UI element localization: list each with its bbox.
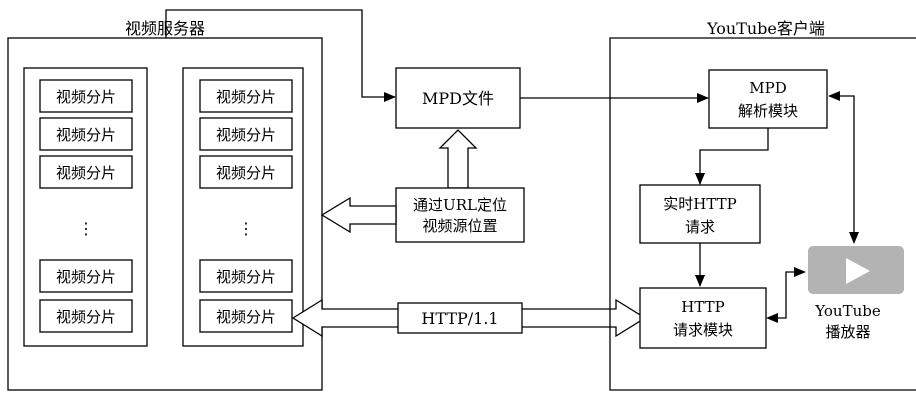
realtime-request-box: 实时HTTP 请求 — [639, 184, 761, 244]
arrowhead — [766, 313, 778, 323]
youtube-client-box: YouTube客户端 — [609, 19, 916, 391]
svg-text:视频分片: 视频分片 — [216, 308, 276, 326]
ellipsis-right: ⋮ — [238, 219, 254, 238]
url-to-mpd-hollow-arrow — [438, 129, 478, 189]
svg-text:HTTP: HTTP — [681, 298, 724, 316]
video-segment: 视频分片 — [199, 299, 293, 333]
svg-text:视频分片: 视频分片 — [56, 308, 116, 326]
video-segment: 视频分片 — [199, 117, 293, 151]
svg-text:请求模块: 请求模块 — [673, 321, 733, 339]
svg-text:视频分片: 视频分片 — [216, 164, 276, 182]
ellipsis-left: ⋮ — [78, 219, 94, 238]
youtube-player: YouTube 播放器 — [808, 246, 904, 341]
arrowhead — [849, 232, 859, 244]
svg-text:解析模块: 解析模块 — [738, 102, 798, 120]
mpd-parser-box: MPD 解析模块 — [708, 69, 828, 129]
video-segment: 视频分片 — [39, 79, 133, 113]
svg-text:视频分片: 视频分片 — [56, 88, 116, 106]
svg-text:视频分片: 视频分片 — [216, 268, 276, 286]
arrowhead — [794, 267, 806, 277]
http-player-link — [778, 271, 795, 319]
mpd-file-label: MPD文件 — [422, 89, 494, 108]
server-to-mpd-arrow — [165, 9, 396, 102]
svg-text:视频分片: 视频分片 — [56, 268, 116, 286]
video-segment: 视频分片 — [39, 299, 133, 333]
arrowhead — [828, 91, 840, 101]
http-link-box — [397, 302, 523, 334]
svg-text:实时HTTP: 实时HTTP — [663, 195, 736, 213]
youtube-client-title: YouTube客户端 — [706, 19, 825, 38]
mpd-file-box: MPD文件 — [395, 67, 521, 129]
svg-text:视频分片: 视频分片 — [56, 164, 116, 182]
video-segment: 视频分片 — [199, 79, 293, 113]
http-request-module-box: HTTP 请求模块 — [639, 287, 767, 349]
url-to-server-hollow-arrow — [320, 196, 397, 234]
video-server-title: 视频服务器 — [125, 19, 205, 38]
svg-text:视频源位置: 视频源位置 — [422, 217, 497, 235]
svg-text:视频分片: 视频分片 — [216, 88, 276, 106]
svg-text:请求: 请求 — [685, 218, 715, 236]
http-link-label: HTTP/1.1 — [421, 309, 498, 328]
parser-player-link — [840, 95, 855, 238]
svg-text:播放器: 播放器 — [825, 323, 870, 341]
svg-text:通过URL定位: 通过URL定位 — [413, 196, 507, 214]
svg-text:MPD: MPD — [749, 79, 786, 97]
video-segment: 视频分片 — [39, 117, 133, 151]
video-segment: 视频分片 — [39, 259, 133, 293]
video-segment: 视频分片 — [199, 259, 293, 293]
svg-text:视频分片: 视频分片 — [216, 126, 276, 144]
parser-to-realtime-arrow — [695, 128, 769, 185]
video-segment: 视频分片 — [39, 155, 133, 189]
svg-text:YouTube: YouTube — [814, 302, 881, 320]
svg-text:视频分片: 视频分片 — [56, 126, 116, 144]
url-locate-box: 通过URL定位 视频源位置 — [395, 187, 525, 243]
video-segment: 视频分片 — [199, 155, 293, 189]
